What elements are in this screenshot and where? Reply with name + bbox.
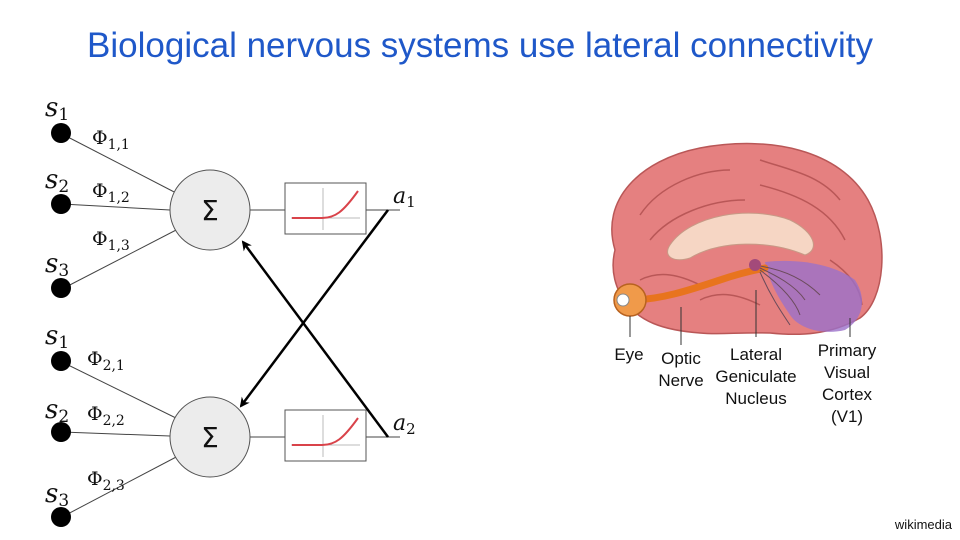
input-label-s1-b: s1 [45,321,69,353]
label-v1-line2: Visual [824,363,870,382]
label-v1-line3: Cortex [822,385,873,404]
input-label-s2: s2 [45,165,69,197]
weight-label-phi-2-3: Φ2,3 [87,468,125,494]
output-label-a2: a2 [393,411,416,438]
summation-symbol-2: Σ [201,421,219,454]
edge-s2-unit2 [61,431,171,437]
label-lgn-line3: Nucleus [725,389,786,408]
lateral-arrow-a2-to-unit1 [241,240,390,438]
label-eye: Eye [614,345,643,364]
slide-title: Biological nervous systems use lateral c… [87,26,873,65]
eye-pupil [616,293,630,307]
input-node-s3-b [51,507,71,527]
optic-radiation [759,265,821,326]
lateral-arrow-a1-to-unit2 [239,209,389,408]
label-lgn-line2: Geniculate [715,367,796,386]
weight-label-phi-1-2: Φ1,2 [92,180,130,206]
weight-label-phi-1-1: Φ1,1 [92,127,130,153]
label-optic-line1: Optic [661,349,701,368]
weight-label-phi-1-3: Φ1,3 [92,228,130,254]
activation-function-box-2 [284,409,367,462]
input-node-s3 [51,278,71,298]
label-v1-line1: Primary [818,341,877,360]
summation-node-1 [169,169,251,251]
activation-curve-1 [292,190,359,219]
input-label-s2-b: s2 [45,395,69,427]
activation-function-box-1 [284,182,367,235]
edge-s1-unit2 [61,361,181,421]
output-label-a1: a1 [393,184,416,211]
label-v1-line4: (V1) [831,407,863,426]
weight-label-phi-2-2: Φ2,2 [87,403,125,429]
edge-s1-unit1 [61,133,181,196]
unit-2: s1 s2 s3 Φ2,1 Φ2,2 Φ2,3 Σ a2 [45,321,416,527]
unit-1: s1 s2 s3 Φ1,1 Φ1,2 Φ1,3 Σ a1 [45,93,416,298]
input-node-s1-b [51,351,71,371]
input-node-s1 [51,123,71,143]
input-label-s3: s3 [45,249,69,281]
weight-label-phi-2-1: Φ2,1 [87,348,125,374]
brain-gyri [639,159,863,306]
input-label-s1: s1 [45,93,69,125]
input-node-s2-b [51,422,71,442]
input-label-s3-b: s3 [45,479,69,511]
input-node-s2 [51,194,71,214]
visual-cortex [765,260,863,332]
edge-s3-unit1 [61,227,181,290]
edge-s2-unit1 [61,203,171,211]
lateral-geniculate-nucleus [749,259,761,271]
activation-curve-2 [292,417,359,446]
image-credit: wikimedia [894,517,952,532]
summation-symbol-1: Σ [201,194,219,227]
corpus-callosum [667,212,814,261]
summation-node-2 [169,396,251,478]
label-lgn-line1: Lateral [730,345,782,364]
label-optic-line2: Nerve [658,371,703,390]
edge-s3-unit2 [61,454,181,518]
brain-illustration: Eye Optic Nerve Lateral Geniculate Nucle… [611,142,883,426]
